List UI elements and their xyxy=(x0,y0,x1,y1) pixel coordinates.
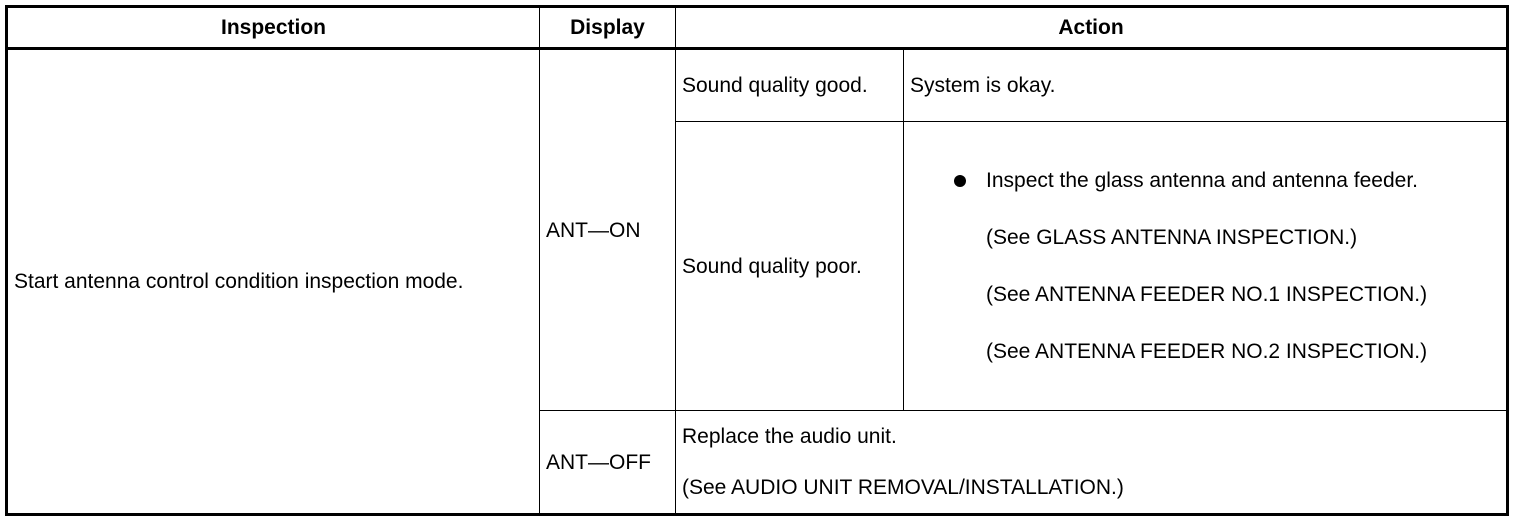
display-ant-on: ANT—ON xyxy=(539,48,676,412)
action-good: System is okay. xyxy=(902,48,1509,122)
action-ant-off: Replace the audio unit. (See AUDIO UNIT … xyxy=(674,410,1509,515)
table-row: Sound quality poor. Inspect the glass an… xyxy=(7,120,1509,412)
reference-glass-antenna: (See GLASS ANTENNA INSPECTION.) xyxy=(986,226,1358,249)
inspection-cell: Start antenna control condition inspecti… xyxy=(6,48,540,515)
display-ant-off: ANT—OFF xyxy=(539,410,676,515)
inspection-table: Inspection Display Action Start antenna … xyxy=(5,5,1510,516)
bullet-text: Inspect the glass antenna and antenna fe… xyxy=(986,169,1419,192)
table-row: ANT—OFF Replace the audio unit. (See AUD… xyxy=(7,410,1509,515)
table-row: Start antenna control condition inspecti… xyxy=(6,48,1509,515)
reference-audio-unit: (See AUDIO UNIT REMOVAL/INSTALLATION.) xyxy=(682,476,1124,500)
header-inspection: Inspection xyxy=(6,5,540,51)
header-display: Display xyxy=(539,5,676,51)
bullet-icon xyxy=(954,175,966,187)
condition-good: Sound quality good. xyxy=(675,48,904,122)
reference-feeder-2: (See ANTENNA FEEDER NO.2 INSPECTION.) xyxy=(986,340,1428,363)
reference-feeder-1: (See ANTENNA FEEDER NO.1 INSPECTION.) xyxy=(986,283,1428,306)
action-list: Inspect the glass antenna and antenna fe… xyxy=(910,166,1500,366)
header-action: Action xyxy=(674,5,1509,51)
condition-poor: Sound quality poor. xyxy=(675,120,904,412)
action-replace-text: Replace the audio unit. xyxy=(682,425,897,449)
action-poor: Inspect the glass antenna and antenna fe… xyxy=(902,120,1509,412)
list-item: Inspect the glass antenna and antenna fe… xyxy=(910,166,1500,366)
header-row: Inspection Display Action xyxy=(6,5,1509,51)
